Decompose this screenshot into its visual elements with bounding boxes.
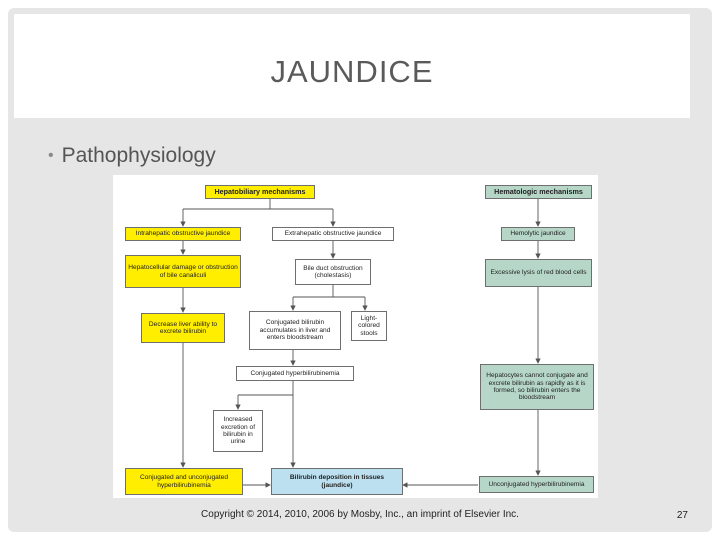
jaundice-flowchart: Hepatobiliary mechanisms Hematologic mec… — [113, 175, 598, 498]
bullet-text: Pathophysiology — [61, 144, 216, 167]
node-intrahepatic: Intrahepatic obstructive jaundice — [125, 227, 241, 241]
node-conj-hyper: Conjugated hyperbilirubinemia — [236, 366, 354, 381]
node-lysis: Excessive lysis of red blood cells — [485, 259, 592, 287]
flowchart-connectors — [180, 199, 541, 488]
slide-title: JAUNDICE — [270, 54, 434, 89]
bullet-dot-icon: • — [48, 147, 54, 164]
node-conj-accum: Conjugated bilirubin accumulates in live… — [249, 311, 341, 350]
node-light-stools: Light-colored stools — [351, 311, 387, 341]
node-conj-unconj: Conjugated and unconjugated hyperbilirub… — [125, 468, 243, 495]
node-hepatobiliary: Hepatobiliary mechanisms — [205, 185, 315, 199]
node-extrahepatic: Extrahepatic obstructive jaundice — [272, 227, 394, 241]
title-band: JAUNDICE — [14, 14, 690, 118]
node-hepatocytes: Hepatocytes cannot conjugate and excrete… — [480, 364, 594, 410]
bullet-item: • Pathophysiology — [48, 144, 216, 168]
node-bile-duct: Bile duct obstruction (cholestasis) — [295, 259, 371, 285]
node-hemolytic: Hemolytic jaundice — [501, 227, 575, 241]
node-hematologic: Hematologic mechanisms — [485, 185, 592, 199]
copyright-notice: Copyright © 2014, 2010, 2006 by Mosby, I… — [201, 509, 519, 520]
node-decrease-liver: Decrease liver ability to excrete biliru… — [141, 313, 225, 343]
page-number: 27 — [676, 510, 688, 521]
node-unconj-hyper: Unconjugated hyperbilirubinemia — [479, 476, 594, 493]
node-hepatocellular: Hepatocellular damage or obstruction of … — [125, 255, 241, 288]
node-increased-excretion: Increased excretion of bilirubin in urin… — [213, 410, 263, 452]
node-deposition: Bilirubin deposition in tissues (jaundic… — [271, 468, 403, 495]
